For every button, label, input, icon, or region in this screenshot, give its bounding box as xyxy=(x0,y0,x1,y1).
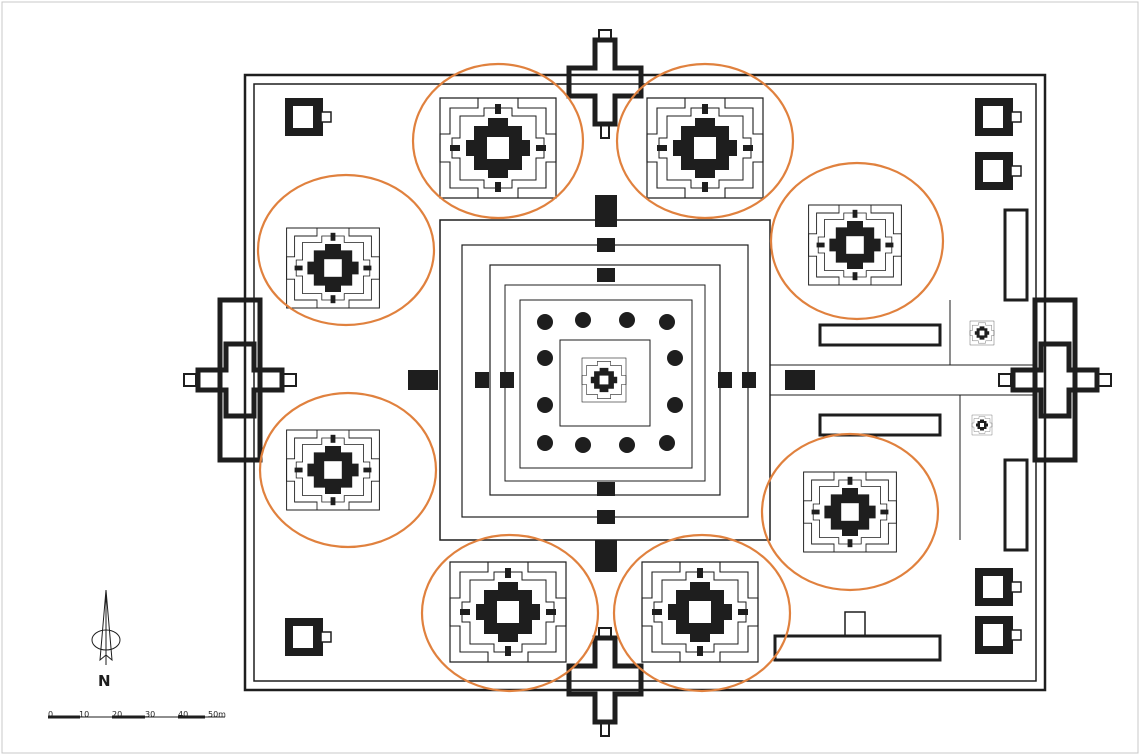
small-east-shrine xyxy=(969,320,995,346)
annotation-ellipse xyxy=(615,62,795,220)
annotation-ellipse xyxy=(258,391,438,549)
corner-building xyxy=(284,97,332,137)
corner-building xyxy=(974,151,1022,191)
east-gate-wing xyxy=(1032,297,1078,463)
satellite-shrine-ne xyxy=(646,97,764,199)
corner-building xyxy=(974,97,1022,137)
satellite-shrine-w2 xyxy=(286,429,380,511)
corner-building xyxy=(284,617,332,657)
satellite-shrine-nw xyxy=(439,97,557,199)
north-label: N xyxy=(98,672,111,690)
satellite-shrine-sw xyxy=(449,561,567,663)
scale-tick-label: 0 xyxy=(48,710,54,719)
annotation-ellipse xyxy=(760,432,940,592)
scale-tick-label: 40 xyxy=(178,710,189,719)
south-gate xyxy=(569,628,641,736)
annotation-ellipse xyxy=(612,533,792,693)
annotation-ellipse xyxy=(769,161,945,321)
east-gate xyxy=(999,344,1111,416)
pillars xyxy=(537,312,683,453)
satellite-shrine-w1 xyxy=(286,227,380,309)
annotation-circles xyxy=(256,62,945,693)
inner-gatehouses xyxy=(408,195,815,572)
satellite-shrine-e2 xyxy=(803,471,897,553)
east-halls xyxy=(770,208,1035,662)
small-east-shrine xyxy=(971,414,993,436)
north-arrow-icon xyxy=(91,589,121,665)
annotation-ellipse xyxy=(256,173,436,327)
west-gate-wing xyxy=(217,297,263,463)
satellite-shrine-e1 xyxy=(808,204,902,286)
annotation-ellipse xyxy=(420,533,600,693)
west-gate xyxy=(184,344,296,416)
scale-tick-label: 30 xyxy=(145,710,156,719)
satellite-shrine-se xyxy=(641,561,759,663)
scale-tick-label: 20 xyxy=(112,710,123,719)
corner-building xyxy=(974,567,1022,607)
corner-building xyxy=(974,615,1022,655)
scale-tick-label: 50m xyxy=(208,710,226,719)
annotation-ellipse xyxy=(411,62,585,220)
scale-tick-label: 10 xyxy=(79,710,90,719)
central-shrine xyxy=(581,357,627,403)
